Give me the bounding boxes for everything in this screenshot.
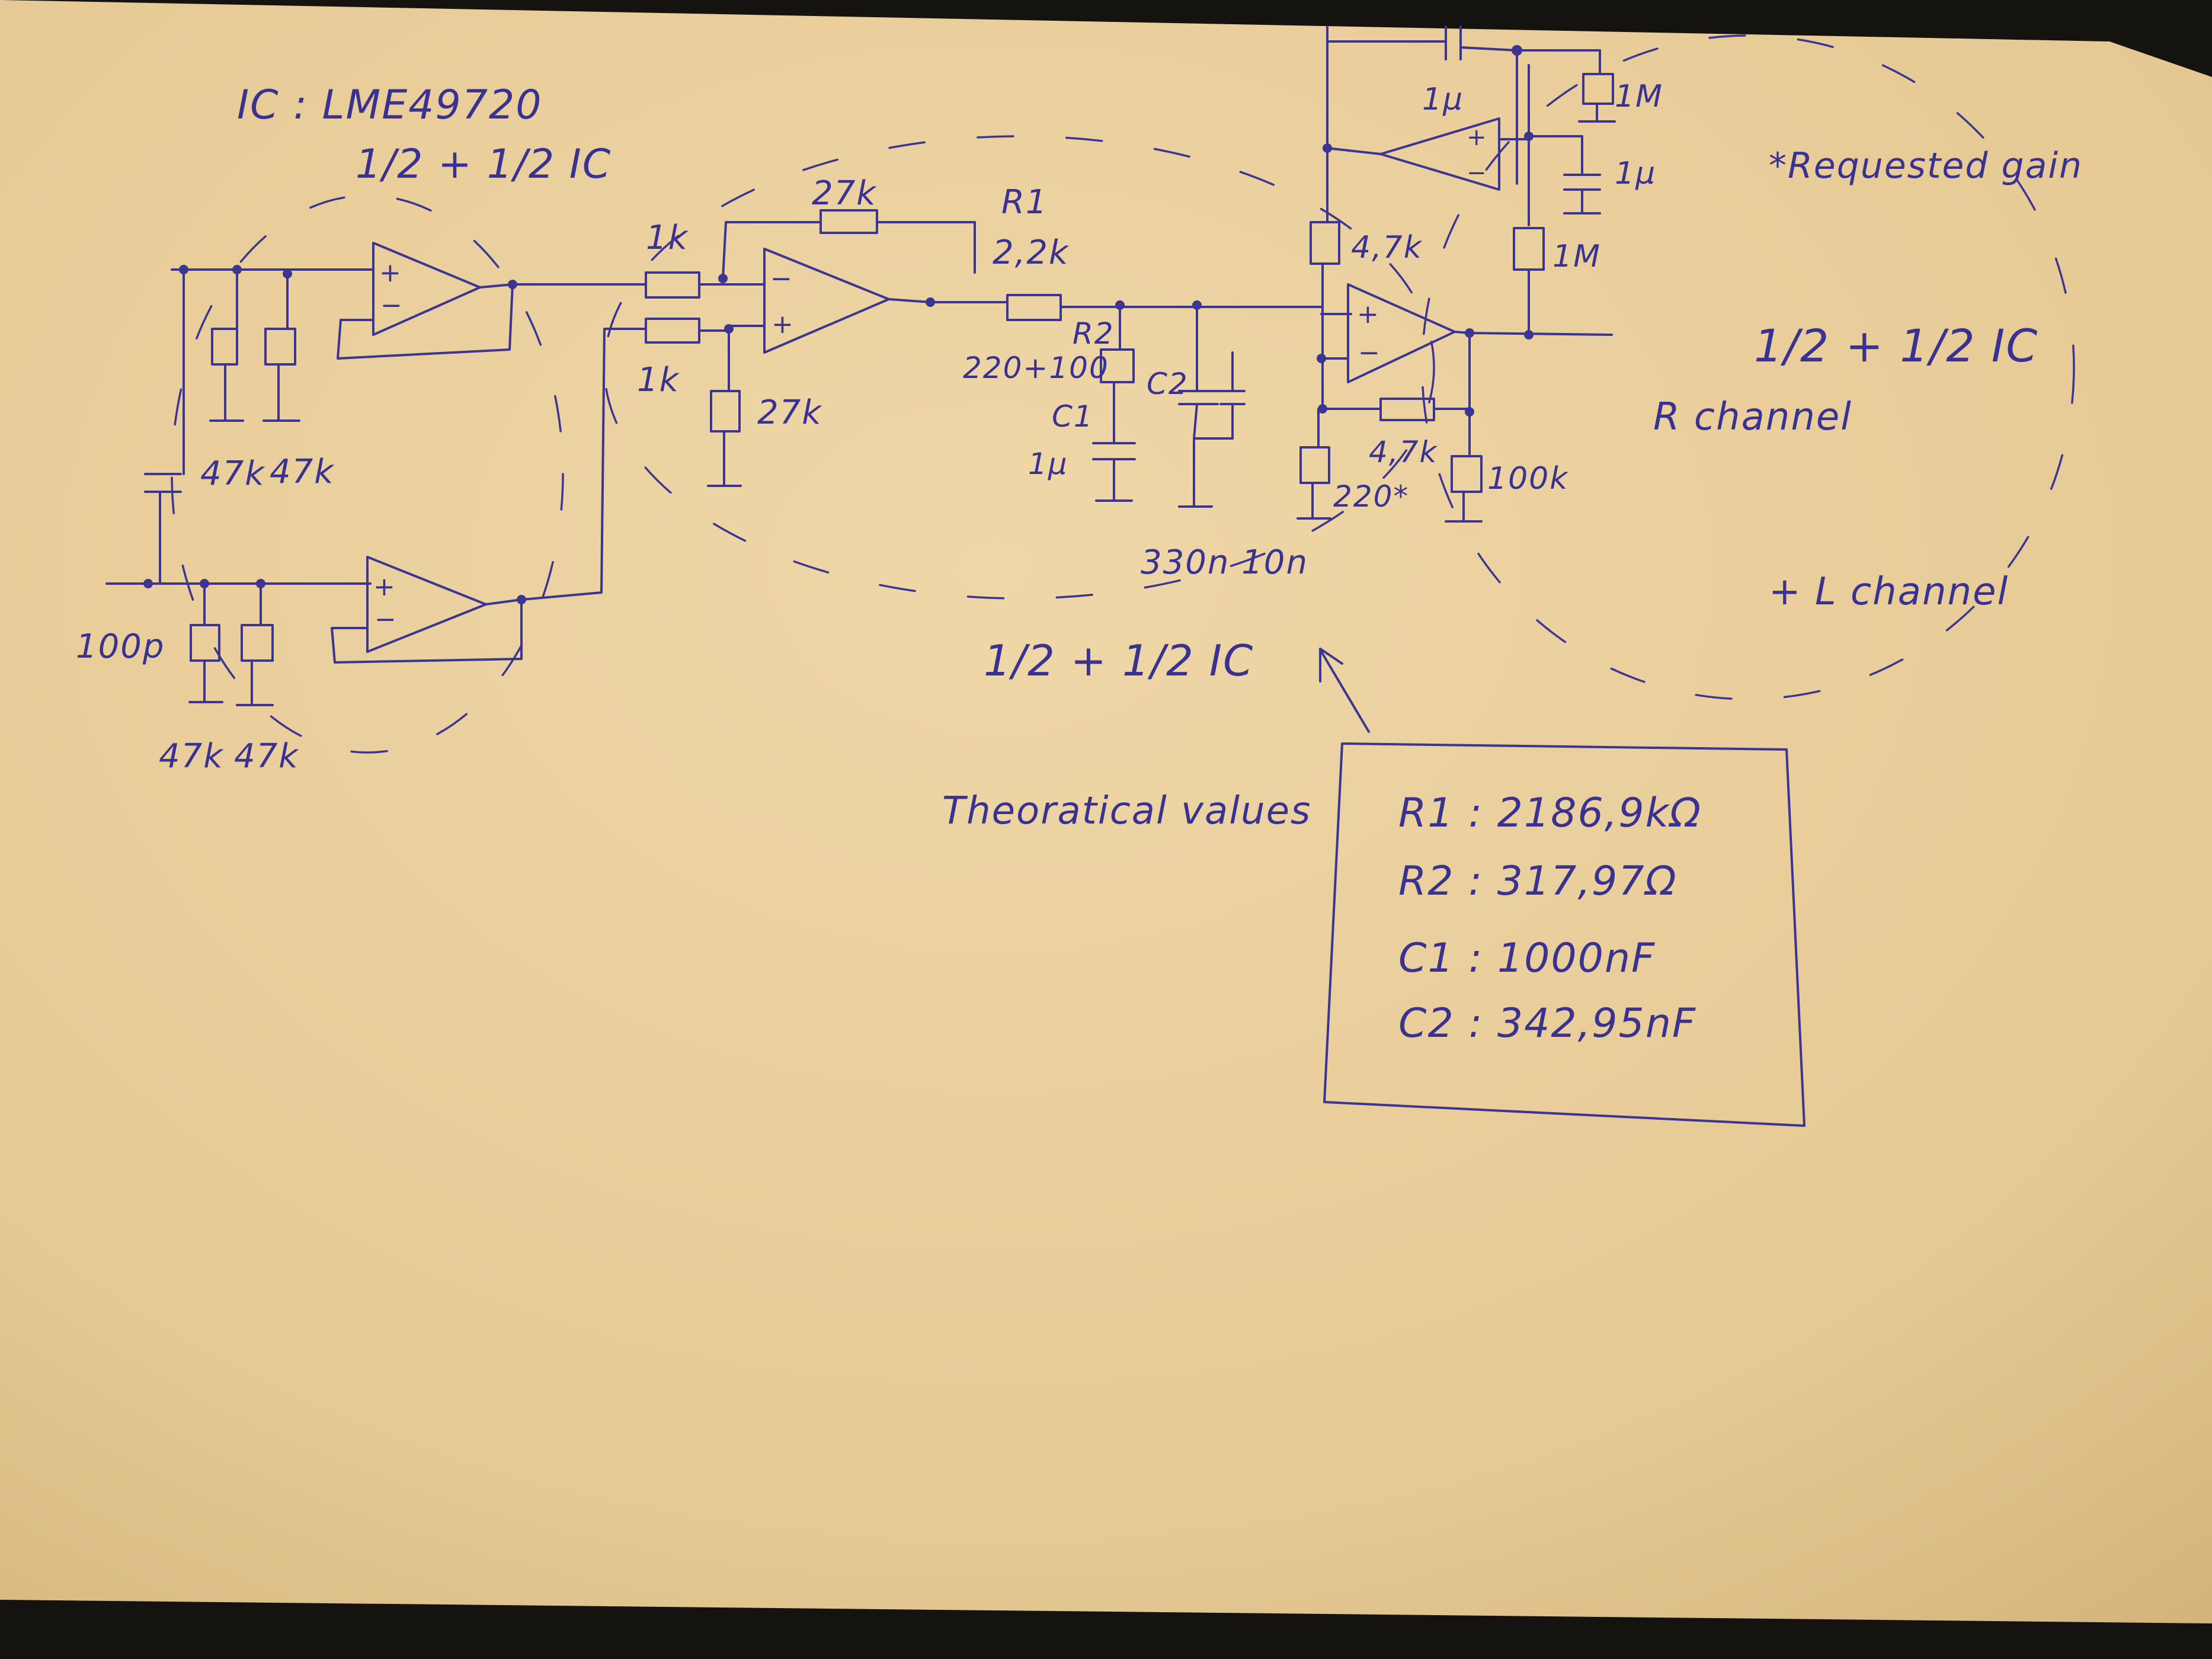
opamp-top (372, 242, 481, 336)
note-requested-gain: *Requested gain (1769, 145, 2083, 187)
diff-stage: − + 1k 1k 27k 27k (637, 174, 1009, 487)
label-47k-bottom-right: 47k (234, 737, 299, 776)
label-47k-top-right: 47k (270, 453, 335, 491)
resistor-220-gain (1299, 446, 1330, 484)
note-theoretical: Theoratical values (942, 789, 1311, 833)
output-stage: + − + − (1297, 25, 2075, 700)
label-100p: 100p (76, 627, 165, 666)
label-r1-value: 2,2k (993, 233, 1070, 272)
svg-text:+: + (373, 572, 396, 602)
label-27k-ground: 27k (757, 393, 822, 432)
svg-text:−: − (1358, 338, 1381, 368)
label-27k-feedback: 27k (812, 174, 877, 213)
label-c2-name: C2 (1147, 367, 1189, 401)
label-100k-output: 100k (1487, 461, 1568, 497)
note-l-channel: + L channel (1769, 570, 2009, 614)
label-r1-name: R1 (1001, 183, 1048, 222)
values-box (1323, 742, 1806, 1127)
label-4k7-feedback: 4,7k (1369, 435, 1438, 469)
label-r2-value: 220+100 (963, 351, 1109, 385)
resistor-4k7-left (1310, 221, 1340, 265)
svg-text:−: − (374, 604, 398, 635)
capacitor-1u-top (1445, 25, 1462, 60)
value-c1: C1 : 1000nF (1398, 935, 1656, 982)
resistor-r2 (1100, 348, 1135, 383)
label-1u-top: 1µ (1422, 82, 1464, 117)
resistor-47k-top-right (264, 328, 296, 366)
ic-split-3: 1/2 + 1/2 IC (1754, 319, 2038, 372)
opamp-diff (763, 248, 890, 354)
label-c1-name: C1 (1052, 399, 1094, 434)
svg-text:+: + (772, 309, 795, 340)
paper (0, 0, 2212, 1623)
ic-name: IC : LME49720 (237, 82, 543, 129)
arrow-to-filter (1319, 648, 1370, 733)
label-1m-top: 1M (1615, 79, 1663, 114)
svg-text:−: − (1467, 159, 1488, 187)
svg-text:+: + (1357, 299, 1380, 329)
value-r2: R2 : 317,97Ω (1398, 858, 1678, 905)
value-r1: R1 : 2186,9kΩ (1398, 790, 1702, 837)
label-4k7-left: 4,7k (1351, 230, 1423, 265)
label-c2-values: 330n 10n (1141, 543, 1308, 582)
label-220-gain: 220* (1333, 479, 1409, 514)
capacitor-100p (144, 473, 182, 493)
ic-split-2: 1/2 + 1/2 IC (984, 636, 1254, 686)
ic-split-1: 1/2 + 1/2 IC (356, 141, 612, 188)
capacitor-c2a (1178, 390, 1219, 405)
label-1k-bottom: 1k (637, 361, 680, 399)
opamp-main (1347, 283, 1456, 383)
resistor-100k-output (1451, 455, 1483, 493)
label-1k-top: 1k (646, 219, 689, 257)
label-47k-top-left: 47k (200, 454, 265, 493)
svg-text:−: − (770, 264, 793, 294)
ic-boundary-1 (171, 194, 564, 754)
label-r2-name: R2 (1073, 316, 1115, 351)
opamp-bottom (366, 556, 487, 653)
label-47k-bottom-left: 47k (159, 737, 224, 776)
filter-stage: R1 2,2k R2 220+100 C1 1µ C2 330n 10n (603, 135, 1435, 600)
value-c2: C2 : 342,95nF (1398, 1000, 1696, 1047)
resistor-47k-bottom-right (241, 624, 274, 662)
ic-boundary-3 (1421, 34, 2075, 700)
label-c1-value: 1µ (1028, 447, 1068, 481)
svg-text:+: + (1467, 124, 1488, 151)
svg-text:+: + (379, 258, 402, 288)
label-1u-right: 1µ (1615, 156, 1656, 191)
ic-boundary-2 (603, 135, 1435, 600)
label-1m-right: 1M (1552, 239, 1601, 274)
note-r-channel: R channel (1653, 395, 1852, 439)
svg-text:−: − (380, 290, 404, 321)
input-stage: + − 47k 47k + − 100p (76, 194, 647, 776)
